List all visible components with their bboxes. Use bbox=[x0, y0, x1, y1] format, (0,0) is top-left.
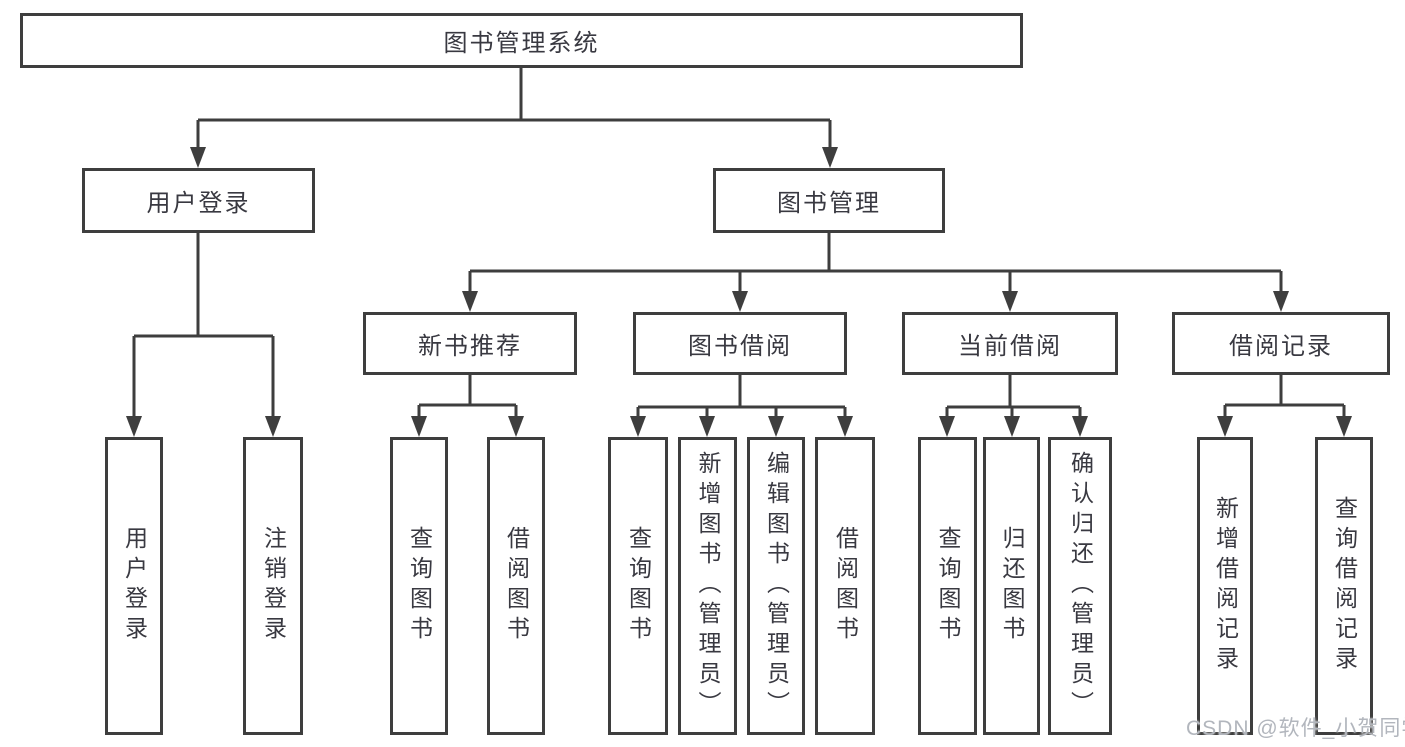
leaf-borrow-books-newbook: 借阅图书 bbox=[487, 437, 545, 735]
leaf-borrow-books-newbook-label: 借阅图书 bbox=[503, 526, 530, 646]
leaf-query-books-borrow: 查询图书 bbox=[608, 437, 668, 735]
node-book-borrow-label: 图书借阅 bbox=[688, 333, 792, 360]
leaf-return-book: 归还图书 bbox=[983, 437, 1040, 735]
node-library-system: 图书管理系统 bbox=[20, 13, 1023, 68]
node-book-management-label: 图书管理 bbox=[777, 190, 881, 217]
node-library-system-label: 图书管理系统 bbox=[443, 30, 600, 57]
node-new-book-recommend-label: 新书推荐 bbox=[418, 333, 522, 360]
leaf-logout: 注销登录 bbox=[243, 437, 303, 735]
node-current-borrow-label: 当前借阅 bbox=[958, 333, 1062, 360]
leaf-edit-book-admin: 编辑图书（管理员） bbox=[747, 437, 805, 735]
leaf-user-login-label: 用户登录 bbox=[121, 526, 148, 646]
node-new-book-recommend: 新书推荐 bbox=[363, 312, 577, 375]
node-user-login: 用户登录 bbox=[82, 168, 315, 233]
leaf-query-books-newbook: 查询图书 bbox=[390, 437, 448, 735]
leaf-borrow-books-borrow-label: 借阅图书 bbox=[832, 526, 859, 646]
leaf-query-borrow-record: 查询借阅记录 bbox=[1315, 437, 1373, 735]
leaf-query-borrow-record-label: 查询借阅记录 bbox=[1331, 496, 1358, 676]
leaf-confirm-return-admin: 确认归还（管理员） bbox=[1048, 437, 1112, 735]
node-book-borrow: 图书借阅 bbox=[633, 312, 847, 375]
leaf-query-books-newbook-label: 查询图书 bbox=[406, 526, 433, 646]
node-borrow-records: 借阅记录 bbox=[1172, 312, 1390, 375]
leaf-edit-book-admin-label: 编辑图书（管理员） bbox=[763, 451, 790, 721]
leaf-logout-label: 注销登录 bbox=[260, 526, 287, 646]
leaf-borrow-books-borrow: 借阅图书 bbox=[815, 437, 875, 735]
leaf-query-books-borrow-label: 查询图书 bbox=[625, 526, 652, 646]
leaf-confirm-return-admin-label: 确认归还（管理员） bbox=[1067, 451, 1094, 721]
watermark: CSDN @软件_小贺同学 bbox=[1186, 717, 1405, 740]
node-book-management: 图书管理 bbox=[713, 168, 945, 233]
node-current-borrow: 当前借阅 bbox=[902, 312, 1118, 375]
leaf-add-book-admin: 新增图书（管理员） bbox=[678, 437, 737, 735]
leaf-query-books-current: 查询图书 bbox=[918, 437, 977, 735]
node-borrow-records-label: 借阅记录 bbox=[1229, 333, 1333, 360]
leaf-query-books-current-label: 查询图书 bbox=[935, 526, 961, 646]
node-user-login-label: 用户登录 bbox=[146, 190, 251, 217]
leaf-add-borrow-record-label: 新增借阅记录 bbox=[1212, 496, 1239, 676]
leaf-add-book-admin-label: 新增图书（管理员） bbox=[695, 451, 721, 721]
leaf-user-login: 用户登录 bbox=[105, 437, 163, 735]
leaf-return-book-label: 归还图书 bbox=[999, 526, 1025, 646]
leaf-add-borrow-record: 新增借阅记录 bbox=[1197, 437, 1253, 735]
